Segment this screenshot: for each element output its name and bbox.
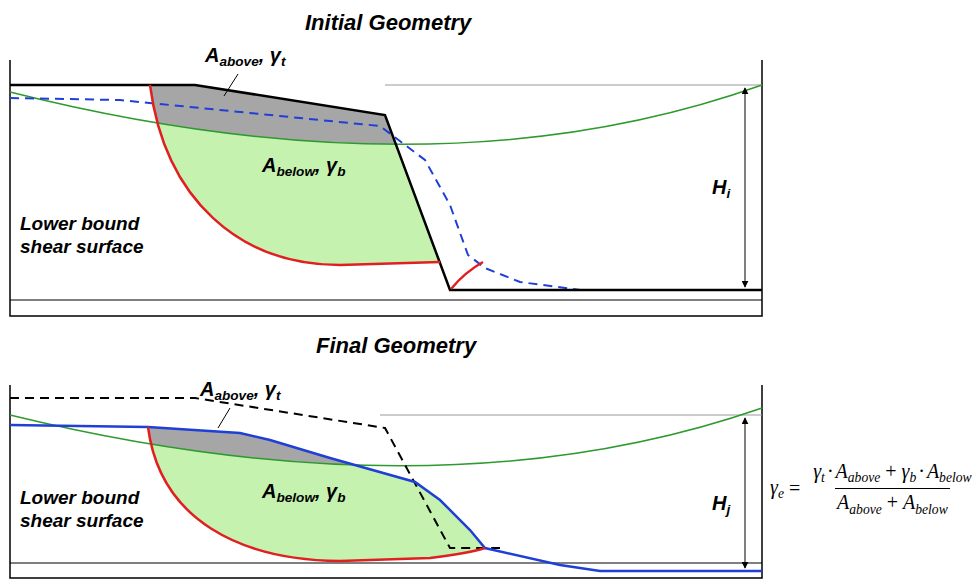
dimension-label: Hj (712, 492, 730, 517)
label-text: above (219, 54, 258, 69)
shear-surface (148, 427, 485, 561)
equation-symbol: below (915, 502, 947, 517)
shear-surface (451, 262, 483, 289)
equation-symbol: A (837, 491, 849, 513)
reference-line (380, 415, 762, 416)
label-text: t (276, 388, 281, 403)
reference-line (385, 85, 762, 86)
region-below (150, 85, 440, 265)
dimension-arrow (745, 418, 746, 568)
tank (10, 60, 762, 316)
region-above (148, 427, 485, 561)
label-text: A (205, 44, 219, 66)
equation-symbol: above (848, 470, 880, 485)
label-text: b (337, 164, 345, 179)
label-text: t (281, 54, 286, 69)
panel-title: Initial Geometry (305, 10, 471, 36)
label-text: below (276, 164, 315, 179)
label-text: , γ (315, 154, 337, 176)
green-curve (10, 408, 762, 466)
area-label: Aabove, γt (205, 44, 286, 69)
label-text: Initial Geometry (305, 10, 471, 35)
final-surface (10, 425, 762, 571)
label-text: b (337, 490, 345, 505)
ground-surface (10, 85, 762, 290)
label-text: A (262, 480, 276, 502)
equation-symbol: t (821, 470, 825, 485)
shear-surface-label: Lower bound shear surface (20, 212, 160, 258)
equation-symbol: above (849, 502, 881, 517)
equation-symbol: · (827, 460, 834, 482)
label-text: A (262, 154, 276, 176)
label-text: H (712, 492, 726, 514)
fraction: γt·Aabove+γb·AbelowAabove+Abelow (811, 460, 973, 518)
label-text: H (712, 176, 726, 198)
leader-line (224, 74, 238, 96)
label-text: , γ (315, 480, 337, 502)
dimension-arrow (745, 88, 746, 287)
denominator: Aabove+Abelow (835, 488, 950, 517)
initial-surface (10, 398, 500, 548)
equation: γe=γt·Aabove+γb·AbelowAabove+Abelow (770, 460, 974, 518)
region-above (150, 85, 440, 265)
shear-surface-label: Lower bound shear surface (20, 486, 160, 532)
leader-line (218, 408, 230, 428)
equation-symbol: + (885, 460, 896, 482)
equation-lhs: γe (770, 476, 784, 502)
label-text: j (726, 502, 730, 517)
label-text: below (276, 490, 315, 505)
numerator: γt·Aabove+γb·Abelow (811, 460, 973, 488)
equation-operator: = (789, 477, 800, 500)
area-label: Abelow, γb (262, 154, 346, 179)
label-text: Final Geometry (316, 333, 476, 358)
label-text: Lower bound shear surface (20, 213, 144, 257)
equation-symbol: A (903, 491, 915, 513)
equation-symbol: γ (813, 460, 821, 482)
label-text: Lower bound shear surface (20, 487, 144, 531)
equation-symbol: γ (770, 476, 778, 498)
dimension-label: Hi (712, 176, 730, 201)
label-text: , γ (259, 44, 281, 66)
area-label: Abelow, γb (262, 480, 346, 505)
panel-title: Final Geometry (316, 333, 476, 359)
equation-symbol: b (909, 470, 916, 485)
region-below (148, 427, 485, 561)
label-text: above (214, 388, 253, 403)
shear-surface (150, 85, 440, 265)
equation-symbol: e (778, 486, 784, 501)
equation-symbol: γ (902, 460, 910, 482)
equation-symbol: A (927, 460, 939, 482)
equation-symbol: + (887, 491, 898, 513)
equation-symbol: · (918, 460, 925, 482)
tank (10, 385, 762, 578)
area-label: Aabove, γt (200, 378, 281, 403)
equation-symbol: A (836, 460, 848, 482)
label-text: i (726, 186, 730, 201)
label-text: , γ (254, 378, 276, 400)
water-table (10, 98, 762, 290)
equation-symbol: below (939, 470, 971, 485)
label-text: A (200, 378, 214, 400)
